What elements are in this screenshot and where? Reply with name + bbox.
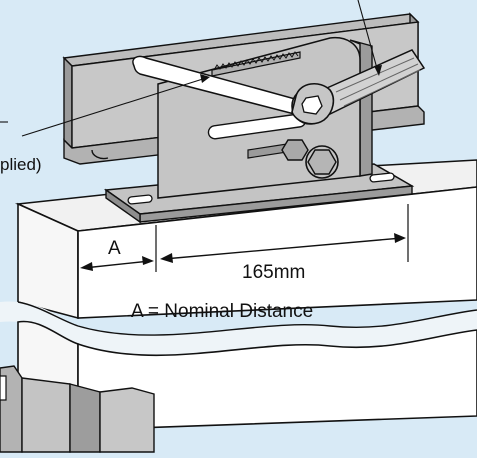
serrated-strip (211, 51, 301, 77)
wrench-icon (291, 49, 426, 125)
dimension-lines (77, 204, 409, 280)
break-band (0, 301, 477, 356)
bolt-icon (281, 139, 339, 179)
lower-bolt-assembly (247, 139, 339, 179)
break-edge-top (17, 301, 477, 336)
leader-arrowhead-wrench (374, 65, 382, 76)
dim-a-label: A (108, 238, 121, 259)
rail-lip-curl (91, 149, 109, 160)
nominal-distance-label: A = Nominal Distance (131, 301, 313, 322)
cropped-side-label: plied) (0, 155, 42, 174)
leader-line-wrench (357, 0, 379, 73)
dim-165-label: 165mm (242, 262, 305, 283)
serrated-teeth (213, 51, 299, 71)
partial-bracket-lower-left (0, 365, 155, 453)
leader-arrowhead-bar (200, 74, 210, 83)
rail-web-left (63, 56, 73, 150)
base-slot-right (369, 172, 395, 183)
leader-line-bar (21, 77, 207, 137)
concrete-block-lower (17, 320, 477, 432)
base-slot-left (127, 194, 153, 205)
block-lower-front-face (77, 329, 477, 431)
